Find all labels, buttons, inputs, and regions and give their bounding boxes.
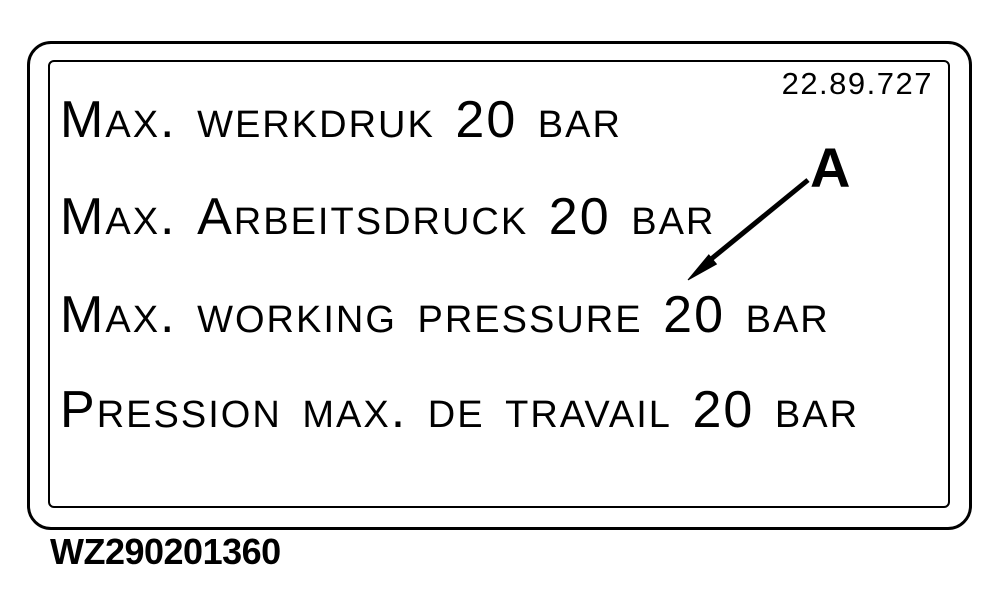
label-line-german: MAX. ARBEITSDRUCK 20 BAR xyxy=(60,188,716,246)
label-outer-border xyxy=(27,41,972,530)
drawing-code: WZ290201360 xyxy=(50,531,281,572)
label-inner-border xyxy=(48,60,950,508)
label-line-dutch: MAX. WERKDRUK 20 BAR xyxy=(60,91,622,149)
callout-arrow-icon xyxy=(687,178,810,281)
part-number: 22.89.727 xyxy=(781,66,933,101)
label-line-english: MAX. WORKING PRESSURE 20 BAR xyxy=(60,286,830,344)
callout-a-label: A xyxy=(810,136,851,199)
label-line-french: PRESSION MAX. DE TRAVAIL 20 BAR xyxy=(60,381,860,439)
